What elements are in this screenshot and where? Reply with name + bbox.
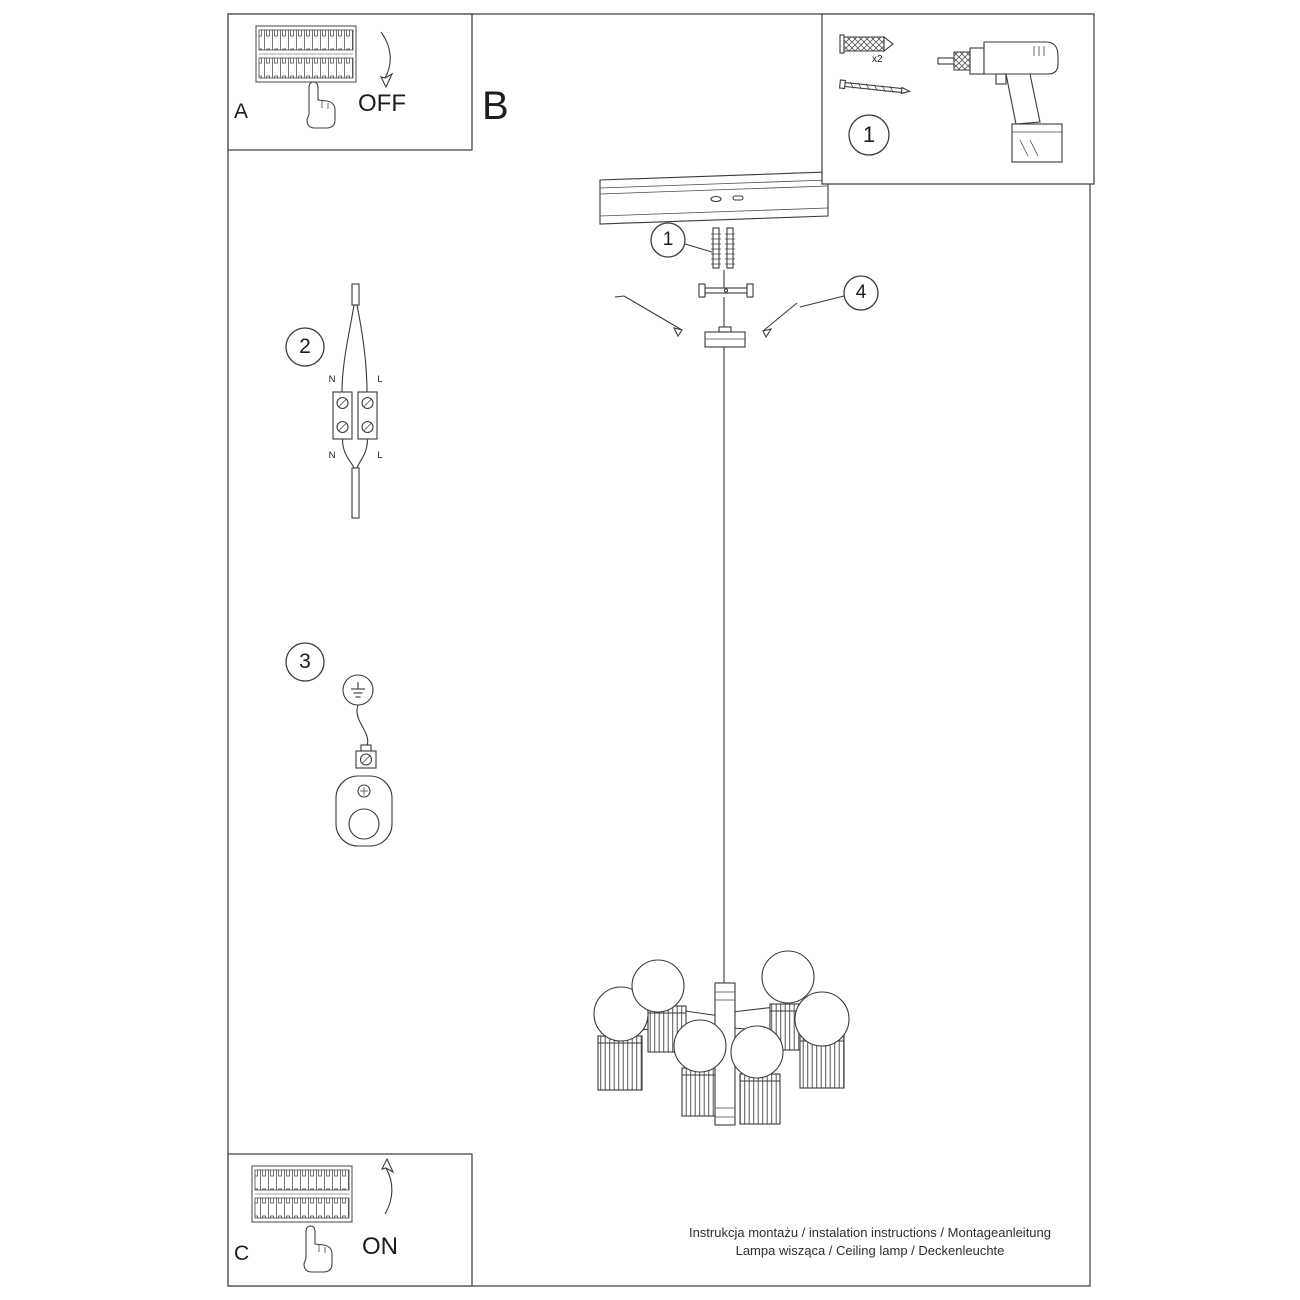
wiring-diagram-illustration bbox=[285, 283, 378, 519]
wall-anchor-illustration bbox=[839, 34, 894, 54]
footer-line-1: Instrukcja montażu / instalation instruc… bbox=[688, 1225, 1052, 1240]
panel-a-illustration bbox=[255, 25, 394, 129]
callout-step4-leader bbox=[799, 295, 845, 308]
callout-tools-circle bbox=[848, 114, 890, 156]
panel-a-label: A bbox=[234, 100, 249, 123]
callout-tools-number: 1 bbox=[862, 122, 876, 147]
mounting-screws-illustration bbox=[711, 227, 735, 269]
breaker-panel-drawing bbox=[255, 25, 357, 83]
callout-step1-circle bbox=[650, 222, 686, 258]
breaker-panel-drawing bbox=[251, 1165, 353, 1223]
globe-bulb bbox=[761, 950, 815, 1004]
flip-down-arrow-icon bbox=[379, 31, 394, 89]
panel-b-border bbox=[227, 13, 1091, 1287]
footer-line-2: Lampa wisząca / Ceiling lamp / Deckenleu… bbox=[735, 1243, 1005, 1258]
terminal-block bbox=[332, 391, 378, 440]
lamp-shade bbox=[681, 1067, 721, 1117]
mounting-plate-illustration bbox=[335, 775, 393, 847]
live-wire-label: L bbox=[377, 374, 383, 385]
callout-step2-number: 2 bbox=[299, 335, 311, 358]
ground-terminal-connector bbox=[355, 744, 377, 769]
lamp-shade bbox=[597, 1035, 643, 1091]
globe-bulb bbox=[673, 1019, 727, 1073]
callout-step2-circle bbox=[285, 327, 325, 367]
off-label: OFF bbox=[358, 90, 406, 117]
tools-panel-illustration bbox=[838, 34, 1063, 163]
footer-text: Instrukcja montażu / instalation instruc… bbox=[600, 1224, 1140, 1260]
callout-step4-circle bbox=[843, 275, 879, 311]
drill-illustration bbox=[937, 41, 1063, 163]
callout-step4-number: 4 bbox=[855, 282, 867, 303]
flip-up-arrow-icon bbox=[380, 1157, 395, 1215]
panel-c-label: C bbox=[234, 1242, 250, 1265]
on-label: ON bbox=[362, 1233, 398, 1260]
mounting-bracket-illustration bbox=[698, 270, 754, 298]
neutral-wire-label: N bbox=[328, 374, 336, 385]
neutral-wire-label: N bbox=[328, 450, 336, 461]
live-wire-label: L bbox=[377, 450, 383, 461]
lamp-shade bbox=[739, 1073, 781, 1125]
globe-bulb bbox=[631, 959, 685, 1013]
callout-step1-number: 1 bbox=[662, 229, 674, 250]
panel-c-illustration bbox=[251, 1157, 395, 1273]
callout-step1-leader bbox=[684, 243, 713, 253]
spring-clips-illustration bbox=[614, 295, 798, 339]
globe-bulb bbox=[730, 1025, 784, 1079]
lamp-illustration bbox=[593, 950, 850, 1126]
grounding-illustration bbox=[285, 642, 393, 847]
globe-bulb bbox=[794, 991, 850, 1047]
screw-illustration bbox=[838, 79, 912, 95]
ground-symbol-icon bbox=[342, 674, 374, 706]
callout-step3-number: 3 bbox=[299, 650, 311, 673]
canopy-illustration bbox=[704, 297, 746, 348]
callout-step3-circle bbox=[285, 642, 325, 682]
panel-b-label: B bbox=[482, 84, 509, 128]
anchor-quantity-label: x2 bbox=[872, 54, 883, 65]
ceiling-rail-illustration bbox=[599, 171, 829, 225]
ground-wire bbox=[356, 704, 369, 749]
globe-bulb bbox=[593, 986, 649, 1042]
